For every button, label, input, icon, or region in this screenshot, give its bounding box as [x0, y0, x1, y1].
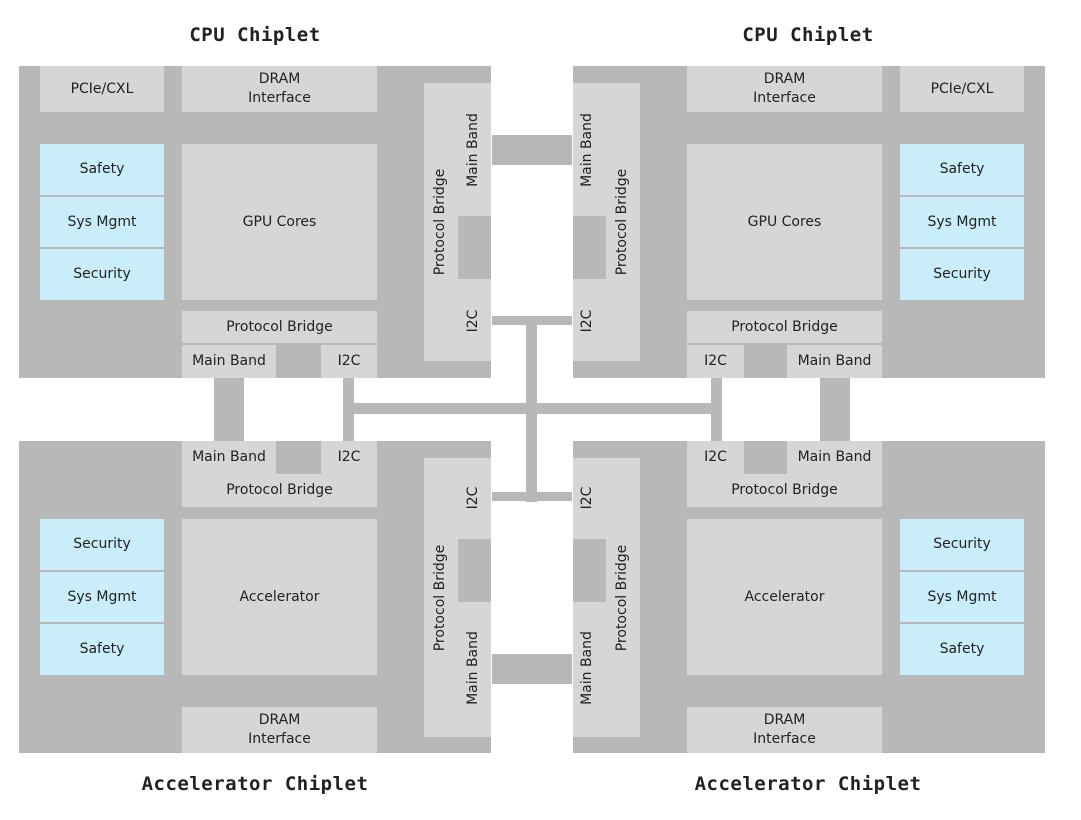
sys-mgmt-block: Sys Mgmt — [900, 572, 1024, 622]
main-band-port: Main Band — [787, 345, 882, 378]
pcie-cxl-block: PCIe/CXL — [40, 66, 164, 112]
security-block: Security — [40, 519, 164, 570]
bridge-gap — [276, 441, 321, 474]
i2c-port: I2C — [321, 345, 377, 378]
main-band-vertical-label: Main Band — [465, 113, 481, 187]
bridge-gap — [744, 441, 787, 474]
dram-interface-block: DRAM Interface — [182, 707, 377, 753]
dram-interface-label: DRAM Interface — [753, 712, 816, 747]
security-block: Security — [900, 249, 1024, 300]
main-band-link-left — [214, 378, 244, 441]
bridge-gap-vertical — [458, 216, 491, 279]
dram-interface-block: DRAM Interface — [182, 66, 377, 112]
dram-interface-label: DRAM Interface — [248, 712, 311, 747]
i2c-stub-tl-h — [492, 316, 572, 325]
safety-block: Safety — [40, 624, 164, 675]
main-band-link-bottom — [492, 654, 572, 684]
main-band-link-top — [492, 135, 572, 165]
sys-mgmt-block: Sys Mgmt — [40, 572, 164, 622]
main-band-vertical-label: Main Band — [579, 631, 595, 705]
accelerator-block: Accelerator — [182, 519, 377, 675]
protocol-bridge-vertical-label: Protocol Bridge — [432, 544, 448, 652]
i2c-vertical-label: I2C — [579, 309, 595, 333]
main-band-port: Main Band — [787, 441, 882, 474]
dram-interface-label: DRAM Interface — [753, 71, 816, 106]
bridge-gap-vertical — [458, 539, 491, 602]
sys-mgmt-block: Sys Mgmt — [900, 197, 1024, 247]
i2c-port: I2C — [687, 345, 744, 378]
bridge-gap-vertical — [573, 216, 606, 279]
protocol-bridge-block: Protocol Bridge — [687, 474, 882, 507]
protocol-bridge-vertical-label: Protocol Bridge — [432, 168, 448, 276]
bridge-gap — [276, 345, 321, 378]
gpu-cores-block: GPU Cores — [687, 144, 882, 300]
i2c-vertical-label: I2C — [465, 486, 481, 510]
bridge-gap — [744, 345, 787, 378]
security-block: Security — [40, 249, 164, 300]
main-band-vertical-label: Main Band — [579, 113, 595, 187]
i2c-stub-left-v — [343, 378, 354, 441]
safety-block: Safety — [900, 144, 1024, 195]
protocol-bridge-block: Protocol Bridge — [687, 311, 882, 343]
pcie-cxl-block: PCIe/CXL — [900, 66, 1024, 112]
i2c-bus-horizontal — [343, 403, 722, 414]
protocol-bridge-vertical-label: Protocol Bridge — [614, 168, 630, 276]
i2c-port: I2C — [687, 441, 744, 474]
gpu-cores-block: GPU Cores — [182, 144, 377, 300]
dram-interface-block: DRAM Interface — [687, 707, 882, 753]
protocol-bridge-vertical-label: Protocol Bridge — [614, 544, 630, 652]
main-band-link-right — [820, 378, 850, 441]
title-accelerator-chiplet-right: Accelerator Chiplet — [694, 773, 922, 795]
safety-block: Safety — [900, 624, 1024, 675]
title-cpu-chiplet-right: CPU Chiplet — [742, 24, 874, 46]
accelerator-block: Accelerator — [687, 519, 882, 675]
i2c-vertical-label: I2C — [579, 486, 595, 510]
security-block: Security — [900, 519, 1024, 570]
main-band-port: Main Band — [182, 441, 276, 474]
bridge-gap-vertical — [573, 539, 606, 602]
protocol-bridge-block: Protocol Bridge — [182, 474, 377, 507]
protocol-bridge-block: Protocol Bridge — [182, 311, 377, 343]
main-band-port: Main Band — [182, 345, 276, 378]
title-accelerator-chiplet-left: Accelerator Chiplet — [141, 773, 369, 795]
i2c-port: I2C — [321, 441, 377, 474]
i2c-vertical-label: I2C — [465, 309, 481, 333]
sys-mgmt-block: Sys Mgmt — [40, 197, 164, 247]
title-cpu-chiplet-left: CPU Chiplet — [189, 24, 321, 46]
safety-block: Safety — [40, 144, 164, 195]
i2c-stub-right-v — [711, 378, 722, 441]
i2c-stub-bl-h — [492, 492, 572, 501]
dram-interface-block: DRAM Interface — [687, 66, 882, 112]
main-band-vertical-label: Main Band — [465, 631, 481, 705]
dram-interface-label: DRAM Interface — [248, 71, 311, 106]
